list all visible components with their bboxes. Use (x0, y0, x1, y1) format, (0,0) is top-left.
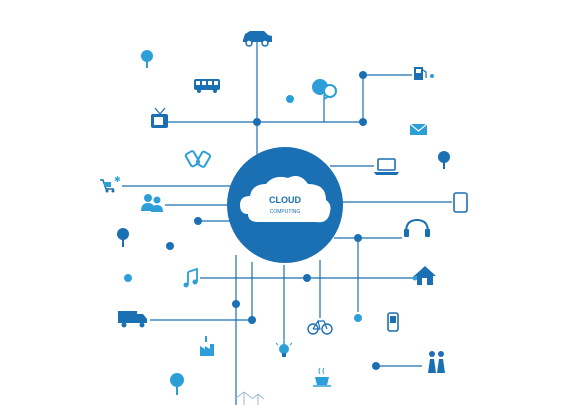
bus-icon (194, 79, 220, 93)
node (248, 316, 256, 324)
wind-turbine-icon (235, 391, 265, 405)
dot (124, 274, 132, 282)
dot (354, 314, 362, 322)
mail-icon (409, 123, 428, 135)
cloud-shape (240, 176, 331, 223)
hub-title: CLOUD (269, 195, 301, 205)
hub: CLOUD COMPUTING (227, 147, 343, 263)
node (166, 242, 174, 250)
node (194, 217, 202, 225)
speech-bubbles-icon (312, 79, 337, 101)
gas-pump-icon (414, 67, 434, 80)
truck-icon (118, 311, 147, 328)
node (253, 118, 261, 126)
house-icon (414, 266, 436, 285)
music-note-icon (183, 267, 198, 288)
hub-subtitle: COMPUTING (270, 209, 301, 215)
svg-text:✱: ✱ (114, 175, 121, 184)
people-icon (428, 351, 445, 373)
floating-dots (124, 95, 418, 322)
node (359, 71, 367, 79)
mobile-phone-icon (387, 312, 399, 332)
pin-icon (117, 228, 129, 247)
dot (286, 95, 294, 103)
node (354, 234, 362, 242)
icons: ✱ (100, 31, 468, 405)
lightbulb-icon (275, 339, 293, 357)
node (232, 300, 240, 308)
pin-icon (438, 151, 450, 169)
pin-icon (170, 373, 184, 395)
bicycle-icon (307, 320, 333, 335)
node (359, 118, 367, 126)
laptop-icon (374, 158, 399, 175)
headphones-icon (404, 218, 430, 237)
car-icon (243, 31, 272, 47)
tablet-icon (453, 192, 468, 213)
dot (412, 275, 418, 281)
users-icon (141, 194, 163, 212)
node (303, 274, 311, 282)
cart-icon: ✱ (100, 175, 121, 193)
factory-icon (200, 336, 214, 356)
connector-nodes (166, 71, 380, 370)
pin-icon (141, 50, 153, 68)
tv-icon (151, 107, 168, 128)
coffee-cup-icon (313, 367, 331, 387)
phones-icon (184, 150, 212, 168)
node (372, 362, 380, 370)
